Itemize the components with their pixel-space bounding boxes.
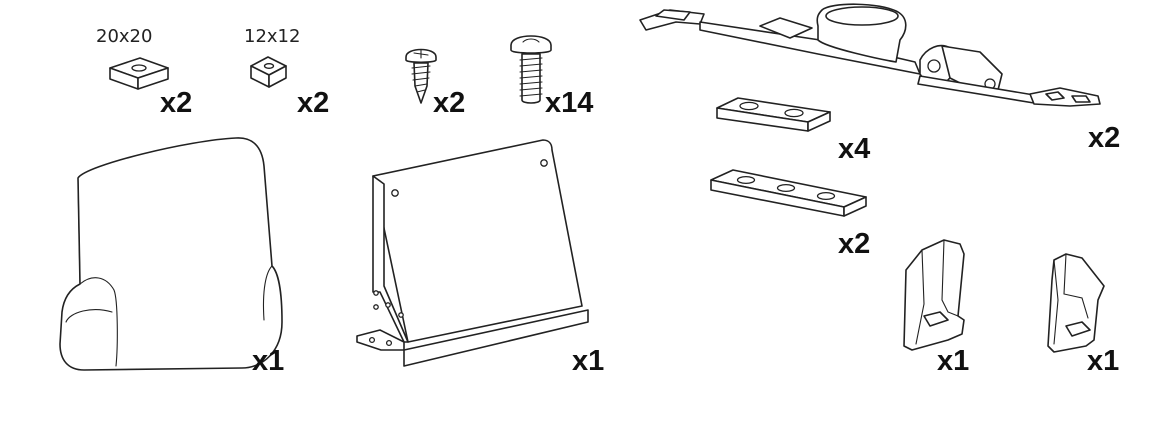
safety-strap-quantity: x2	[1088, 122, 1120, 154]
spacer-12x12-size-label: 12x12	[244, 26, 300, 47]
plate-2-hole: x4	[716, 97, 870, 165]
end-cap-left-quantity: x1	[937, 345, 969, 377]
plate-3-hole-quantity: x2	[838, 228, 870, 260]
spacer-12x12-quantity: x2	[297, 87, 329, 119]
plate-2-hole-quantity: x4	[838, 133, 870, 165]
spacer-20x20-size-label: 20x20	[96, 26, 152, 47]
spacer-20x20: 20x20 x2	[96, 26, 192, 119]
bolt: x14	[510, 35, 593, 119]
spacer-20x20-quantity: x2	[160, 87, 192, 119]
end-cap-right: x1	[1047, 253, 1119, 377]
safety-strap: x2	[639, 3, 1120, 154]
end-cap-left: x1	[903, 239, 969, 377]
backrest-panel: x1	[356, 139, 604, 377]
seat-cushion: x1	[59, 137, 284, 377]
small-screw-quantity: x2	[433, 87, 465, 119]
bolt-quantity: x14	[545, 87, 593, 119]
end-cap-right-quantity: x1	[1087, 345, 1119, 377]
seat-cushion-quantity: x1	[252, 345, 284, 377]
small-screw: x2	[405, 48, 465, 119]
spacer-12x12: 12x12 x2	[244, 26, 329, 119]
plate-3-hole: x2	[710, 169, 870, 260]
backrest-panel-quantity: x1	[572, 345, 604, 377]
